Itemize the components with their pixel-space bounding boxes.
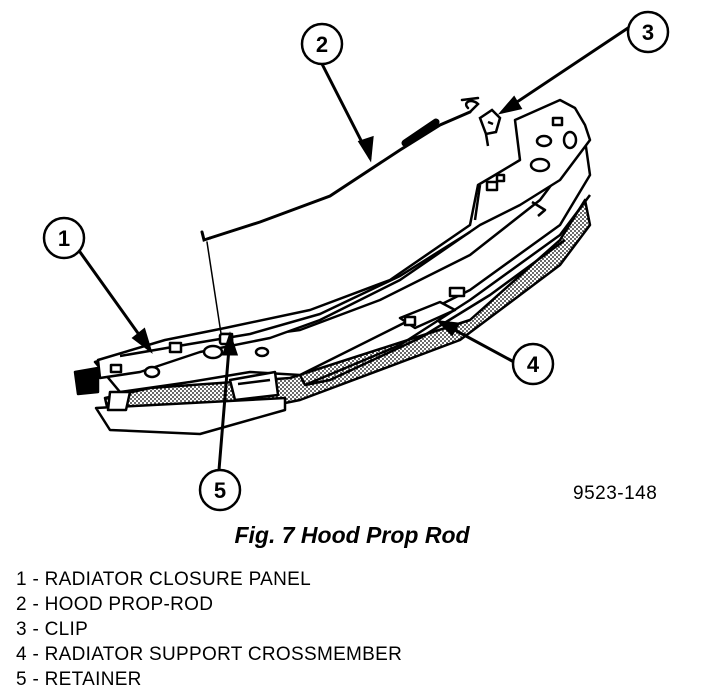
legend-item-4: 4 - RADIATOR SUPPORT CROSSMEMBER	[16, 644, 403, 665]
figure-id-label: 9523-148	[573, 483, 658, 504]
svg-text:2: 2	[316, 32, 328, 57]
callout-1: 1	[42, 216, 86, 260]
legend-item-5: 5 - RETAINER	[16, 669, 142, 690]
svg-text:3: 3	[642, 20, 654, 45]
hood-prop-rod-diagram: 1 2 3 4 5	[42, 10, 670, 512]
svg-text:5: 5	[214, 478, 226, 503]
svg-text:4: 4	[527, 352, 540, 377]
legend-item-2: 2 - HOOD PROP-ROD	[16, 594, 214, 615]
leader-5	[217, 331, 239, 472]
legend-item-3: 3 - CLIP	[16, 619, 89, 640]
callout-3: 3	[626, 10, 670, 54]
radiator-closure-panel	[96, 98, 592, 380]
svg-text:1: 1	[58, 226, 70, 251]
leader-2	[318, 58, 374, 163]
leader-3	[497, 26, 630, 115]
leader-4	[435, 320, 516, 364]
callout-2: 2	[300, 22, 344, 66]
clip-part	[478, 108, 502, 147]
legend-item-1: 1 - RADIATOR CLOSURE PANEL	[16, 569, 311, 590]
hood-prop-rod	[200, 96, 480, 341]
callout-5: 5	[198, 468, 242, 512]
figure-caption: Fig. 7 Hood Prop Rod	[234, 522, 470, 548]
parts-legend: 1 - RADIATOR CLOSURE PANEL 2 - HOOD PROP…	[16, 567, 402, 692]
leader-1	[78, 250, 153, 354]
callout-4: 4	[511, 342, 555, 386]
